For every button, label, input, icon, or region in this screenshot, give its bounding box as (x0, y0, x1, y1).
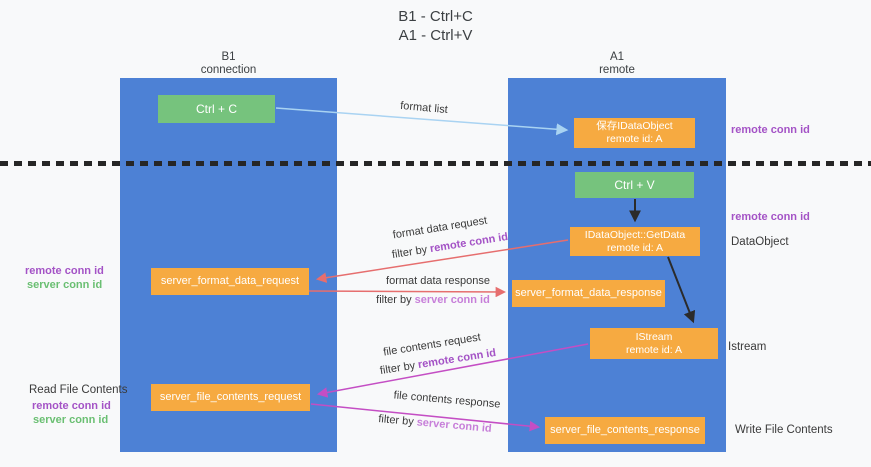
format-remote-conn-id-label: remote conn id (25, 265, 104, 277)
filter-key-remote-conn-id: remote conn id (429, 230, 509, 256)
filter-key-server-conn-id: server conn id (416, 416, 493, 435)
server-file-contents-response-label: server_file_contents_response (550, 424, 700, 436)
dataobject-label: DataObject (731, 236, 789, 248)
save-idataobject-line1: 保存IDataObject (596, 120, 673, 132)
read-file-contents-label: Read File Contents (29, 384, 128, 396)
title-line-2: A1 - Ctrl+V (398, 27, 473, 44)
filter-by-text: filter by (377, 413, 415, 429)
filter-key-server-conn-id: server conn id (414, 294, 490, 306)
idataobject-getdata-line1: IDataObject::GetData (584, 228, 686, 241)
server-file-contents-request-label: server_file_contents_request (159, 391, 302, 403)
write-file-contents-label: Write File Contents (735, 424, 833, 436)
title-line-1: B1 - Ctrl+C (398, 8, 473, 25)
istream-line1: IStream (635, 330, 673, 343)
format-data-response-arrow-label: format data response (386, 275, 490, 287)
diagram-title: B1 - Ctrl+C A1 - Ctrl+V (0, 7, 871, 45)
istream-box: IStream remote id: A (590, 328, 718, 359)
server-format-data-request-label: server_format_data_request (160, 275, 300, 287)
right-column-subtitle: remote (599, 64, 635, 76)
remote-conn-id-label-top: remote conn id (731, 124, 810, 136)
file-remote-conn-id-label: remote conn id (32, 400, 111, 412)
server-file-contents-request-box: server_file_contents_request (151, 384, 310, 411)
filter-by-text: filter by (379, 359, 417, 378)
istream-line2: remote id: A (625, 343, 683, 356)
file-contents-response-arrow-label: file contents response (393, 389, 501, 411)
filter-by-text: filter by (376, 294, 412, 306)
remote-conn-id-label-middle: remote conn id (731, 211, 810, 223)
ctrl-v-box: Ctrl + V (575, 172, 694, 198)
right-column-header: A1 remote (508, 51, 726, 77)
ctrl-v-label: Ctrl + V (614, 178, 655, 192)
server-format-data-response-box: server_format_data_response (512, 280, 665, 307)
server-file-contents-response-box: server_file_contents_response (545, 417, 705, 444)
save-idataobject-line2: remote id: A (606, 133, 663, 145)
format-server-conn-id-label: server conn id (27, 279, 103, 291)
format-data-response-arrow (308, 286, 507, 298)
left-column-title: B1 (221, 51, 236, 63)
right-column-title: A1 (609, 51, 625, 63)
istream-side-label: Istream (728, 341, 767, 353)
filter-by-text: filter by (391, 243, 429, 262)
file-server-conn-id-label: server conn id (33, 414, 109, 426)
left-column-subtitle: connection (200, 64, 257, 76)
save-idataobject-box: 保存IDataObject remote id: A (574, 118, 695, 148)
server-format-data-response-label: server_format_data_response (515, 287, 662, 299)
idataobject-getdata-box: IDataObject::GetData remote id: A (570, 227, 700, 256)
dashed-separator-line (0, 161, 871, 166)
ctrl-c-box: Ctrl + C (158, 95, 275, 123)
ctrl-c-label: Ctrl + C (195, 102, 237, 116)
idataobject-getdata-line2: remote id: A (606, 241, 664, 254)
left-column-header: B1 connection (120, 51, 337, 77)
format-list-arrow-label: format list (399, 99, 449, 117)
server-format-data-request-box: server_format_data_request (151, 268, 309, 295)
